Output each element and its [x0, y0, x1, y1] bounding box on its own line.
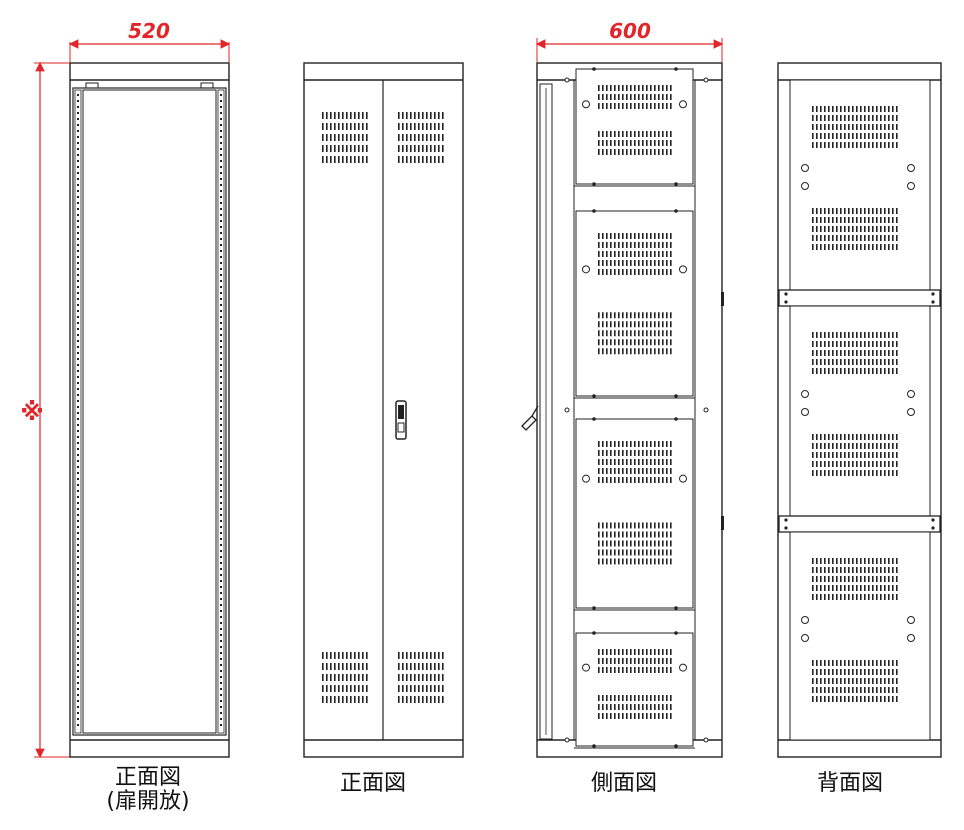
- vent-slots: [812, 558, 898, 600]
- vent-slots: [812, 106, 898, 148]
- vent-slots: [322, 652, 368, 703]
- front-open-view: [69, 62, 230, 758]
- caption-front-open-note: (扉開放): [106, 789, 189, 814]
- vent-slots: [598, 441, 672, 483]
- back-brace-bar: [778, 515, 941, 533]
- vent-slots: [812, 660, 898, 702]
- caption-side: 側面図: [591, 771, 657, 796]
- caption-front-open: 正面図: [115, 765, 181, 790]
- vent-slots: [598, 233, 672, 275]
- side-view: [521, 62, 724, 758]
- back-view: [777, 62, 942, 758]
- side-panel: [574, 631, 695, 749]
- back-brace-bar: [778, 289, 941, 307]
- side-panel: [574, 417, 695, 611]
- back-panel: [789, 79, 931, 291]
- vent-slots: [598, 695, 672, 719]
- height-dimension: ※: [20, 61, 70, 759]
- vent-slots: [598, 522, 672, 565]
- door-handle-icon: [395, 400, 407, 440]
- vent-slots: [598, 85, 672, 109]
- side-panel: [574, 209, 695, 399]
- vent-slots: [598, 649, 672, 673]
- vent-slots: [598, 131, 672, 155]
- vent-slots: [812, 208, 898, 250]
- side-panel: [574, 67, 695, 187]
- vent-slots: [812, 434, 898, 476]
- back-panel: [789, 531, 931, 741]
- vent-slots: [398, 112, 444, 163]
- width-dimension: 520: [68, 19, 231, 62]
- caption-front: 正面図: [340, 771, 406, 796]
- vent-slots: [322, 112, 368, 163]
- vent-slots: [812, 332, 898, 374]
- depth-dimension: 600: [535, 19, 724, 62]
- caption-back: 背面図: [817, 771, 883, 796]
- vent-slots: [398, 652, 444, 703]
- side-handle-icon: [521, 405, 539, 431]
- height-note: ※: [20, 398, 43, 426]
- vent-slots: [598, 312, 672, 355]
- back-panel: [789, 305, 931, 517]
- front-view: [303, 62, 464, 758]
- width-label: 520: [128, 19, 170, 43]
- depth-label: 600: [609, 19, 651, 43]
